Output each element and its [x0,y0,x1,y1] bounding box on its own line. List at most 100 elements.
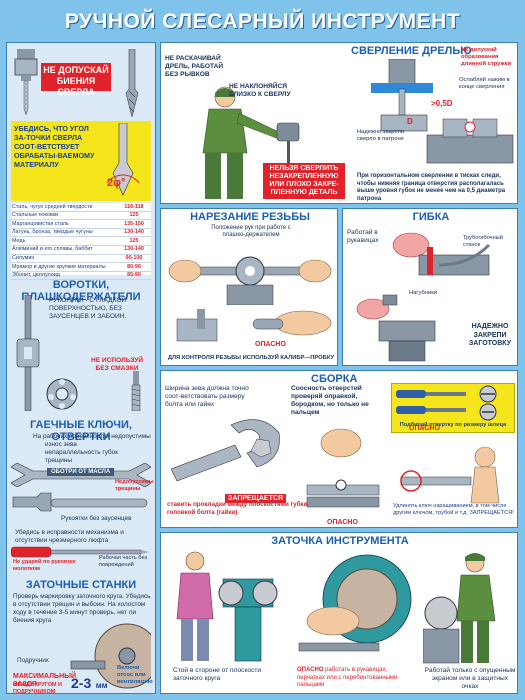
screen-note: Работай только с опущенным экраном или в… [424,667,516,690]
die-holder-hands-icon [168,256,332,305]
material-name: Мрамор и другие хрупкие материалы [11,262,117,272]
extended-wrench-icon [400,446,500,504]
hammer-warning: Не ударяй по рукоятке молотком [13,559,76,572]
assembly-panel: СБОРКА Ширина зева должна точно соот-вет… [160,370,518,528]
tap-wrench-icon [16,295,40,411]
drill-bit-icon [125,49,139,117]
material-angle: 90-100 [117,254,151,264]
gap-sub: МЕЖДУ КРУГОМ И ПОДРУЧНИКОМ [13,682,62,695]
chuck-label: Надежно закрепи сверло в патроне [357,129,405,142]
material-angle: 125 [117,236,151,246]
wrenches-heading: ГАЕЧНЫЕ КЛЮЧИ, ОТВЕРТКИ [30,419,132,443]
rest-label: Подручник [17,657,49,664]
sharpening-danger-rest: работать в рукавицах, перчатках или с пе… [297,667,398,688]
shaving-warning: Не допускай образования длинной стружки [461,47,512,67]
hand-note: Положение рук при работе с плашко-держат… [211,225,291,238]
hand-grinder-closeup-icon [298,554,412,652]
runout-warning: НЕ ДОПУСКАЙ БИЕНИЯ СВЕРЛА [41,63,111,97]
sharpening-danger-group: ОПАСНО работать в рукавицах, перчатках и… [297,667,413,690]
material-name: Силумин [11,254,117,264]
finger-holes-icon [306,428,380,508]
dies-heading: ВОРОТКИ, ПЛАШКОДЕРЖАТЕЛИ [21,279,141,303]
material-name: Алюминий и его сплавы, баббит [11,245,117,255]
forbidden-badge-wrap: ЗАПРЕЩАЕТСЯ [225,487,286,505]
material-name: Медь [11,236,117,246]
material-angle: 116-118 [117,203,151,212]
material-angle: 125 [117,211,151,221]
assembly-danger-2: ОПАСНО [409,425,440,432]
defects-title: На рабочих поверхностях недопустимы [33,433,151,440]
pipe-bender-label: Трубогибочный станок [463,235,503,248]
material-name: Латунь, бронза, твердые чугуны [11,228,117,238]
material-name: Стальные поковки [11,211,117,221]
vice-note: При горизонтальном сверлении в тисках сл… [357,173,506,202]
bolt-gauge-icon [176,309,218,342]
material-name: Марганцовистая сталь [11,219,117,229]
drill-note-lean: НЕ НАКЛОНЯЙСЯ БЛИЗКО К СВЕРЛУ [229,83,291,98]
gap-title: МАКСИМАЛЬНЫЙ ЗАЗОР [13,673,77,688]
pressure-note: Ослабляй нажим в конце сверления [459,77,510,90]
sharpening-panel: ЗАТОЧКА ИНСТРУМЕНТА Стой в стороне от пл… [160,532,518,694]
wrenches-section: На рабочих поверхностях недопустимы изно… [11,433,154,573]
poster-title: РУЧНОЙ СЛЕСАРНЫЙ ИНСТРУМЕНТ [64,10,461,33]
mechanism-note: Убедись в исправности механизма и отсутс… [15,529,124,544]
chuck-closeup-icon [371,59,433,132]
assembly-heading: СБОРКА [311,373,358,385]
threading-panel: НАРЕЗАНИЕ РЕЗЬБЫ Положение рук при работ… [160,208,338,366]
threading-heading: НАРЕЗАНИЕ РЕЗЬБЫ [190,211,310,223]
material-angle: 135-150 [117,219,151,229]
gap-unit: мм [95,681,108,690]
gloves-note: Работай в рукавицах [347,229,379,244]
material-angle: 130-140 [117,245,151,255]
defect-item: трещины [45,457,72,464]
finger-hazard-icon [252,310,332,336]
gap-value-group: 2-3 мм [71,675,108,693]
jaw-note: Ширина зева должна точно соот-ветствоват… [165,385,249,408]
nagubniki-label: Нагубники [409,290,438,296]
forbidden-badge: ЗАПРЕЩАЕТСЯ [225,494,286,503]
screwdrivers-icon [396,385,497,421]
material-name: Эбонит, целлулоид [11,271,117,281]
adjustable-wrench-icon [12,492,148,512]
material-name: Сталь, чугун средней твердости [11,203,117,212]
defect-item: непараллельность губок [45,449,118,456]
screwdriver-note: Подбирай отвертку по размеру шлица [399,422,507,428]
extend-note: Удлинять ключ наращиванием, в том числе … [393,503,514,516]
die-icon [46,378,78,410]
tap-icon [131,371,141,411]
dies-note: РУКОЯТКИ - С ГЛАДКОЙ ПОВЕРХНОСТЬЮ, БЕЗ З… [49,297,127,320]
assembly-danger-1: ОПАСНО [327,519,358,526]
oil-label: ОБОТРИ ОТ МАСЛА [47,468,115,476]
coaxial-note: Соосность отверстий проверяй оправкой, б… [291,385,369,416]
threading-danger: ОПАСНО [255,341,286,348]
sharpening-heading: ЗАТОЧКА ИНСТРУМЕНТА [271,535,409,547]
grinder-note: Проверь маркировку заточного круга. Убед… [13,593,151,624]
screwdriver-box: Подбирай отвертку по размеру шлица [391,383,515,433]
defects-list: износ зева непараллельность губок трещин… [45,441,145,465]
wrench-bolt-icon [171,419,280,482]
dies-warning: НЕ ИСПОЛЬЗУЙ БЕЗ СМАЗКИ [90,357,144,372]
sharpening-danger: ОПАСНО [297,667,324,673]
drill-runout-section: НЕ ДОПУСКАЙ БИЕНИЯ СВЕРЛА [11,49,151,119]
drilling-panel: СВЕРЛЕНИЕ ДРЕЛЬЮ НЕ РАСКАЧИВАЙ ДРЕЛЬ, РА… [160,42,518,204]
bending-panel: ГИБКА Работай в рукавицах Трубогибочный … [342,208,518,366]
worker-goggles-figure [423,553,496,664]
runout-label: >0,5D [431,99,453,108]
drill-note-left: НЕ РАСКАЧИВАЙ ДРЕЛЬ, РАБОТАЙ БЕЗ РЫВКОВ [165,55,224,78]
side-note: Стой в стороне от плоскости заточного кр… [173,667,262,682]
letter-d: D [407,117,413,126]
blade-note: Рабочая часть без повреждений [99,555,148,568]
worker-side-grinder-figure [176,551,278,662]
dies-section: РУКОЯТКИ - С ГЛАДКОЙ ПОВЕРХНОСТЬЮ, БЕЗ З… [11,293,151,413]
defect-item: износ зева [45,441,77,448]
material-angle: 85-90 [117,271,151,281]
angle-label: 2φ° [107,177,126,189]
drill-warning-hold: НЕЛЬЗЯ СВЕРЛИТЬ НЕЗАКРЕПЛЕННУЮ ИЛИ ПЛОХО… [263,163,345,199]
